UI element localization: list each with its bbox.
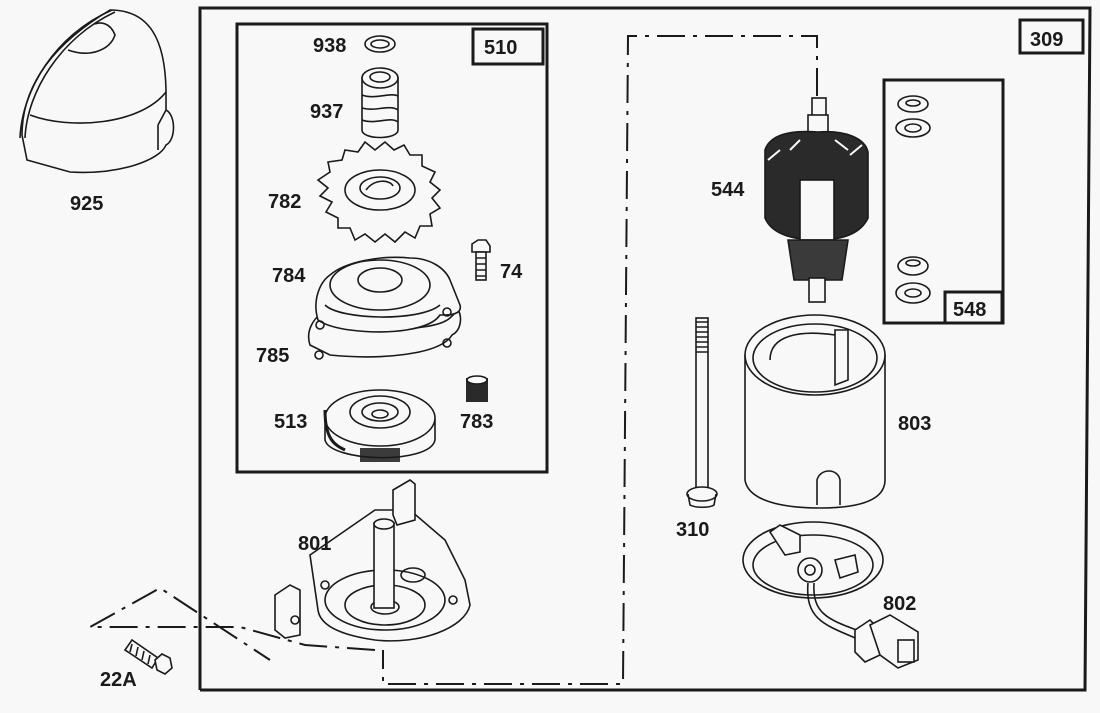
drive-kit-number: 510 — [484, 37, 517, 59]
label-803: 803 — [898, 413, 931, 435]
part-802-brush-plate — [742, 521, 919, 669]
label-801: 801 — [298, 533, 331, 555]
part-937-drive-nut — [361, 67, 399, 139]
part-938-ring — [364, 35, 396, 53]
label-925: 925 — [70, 193, 103, 215]
assembly-callout-box: 309 — [1018, 18, 1085, 55]
label-74: 74 — [500, 261, 523, 283]
label-938: 938 — [313, 35, 346, 57]
bolt-path-line — [86, 586, 376, 661]
label-513: 513 — [274, 411, 307, 433]
label-782: 782 — [268, 191, 301, 213]
washer-kit-callout-box: 548 — [943, 290, 1004, 325]
part-925-cover — [19, 9, 175, 174]
part-782-gear — [316, 140, 442, 244]
part-74-screw — [471, 239, 491, 281]
label-802: 802 — [883, 593, 916, 615]
label-22a: 22A — [100, 669, 137, 691]
washer-kit-number: 548 — [953, 299, 986, 321]
assembly-number: 309 — [1030, 29, 1063, 51]
part-544-armature — [764, 97, 869, 303]
part-783-pinion — [466, 375, 488, 402]
label-937: 937 — [310, 101, 343, 123]
part-310-through-bolt — [686, 317, 718, 509]
drive-kit-frame — [235, 22, 549, 474]
washer-set-upper — [895, 95, 931, 138]
label-544: 544 — [711, 179, 745, 201]
assembly-frame — [198, 6, 1092, 692]
part-803-housing — [744, 314, 886, 509]
part-784-housing — [315, 256, 462, 333]
part-801-end-cap — [274, 479, 471, 642]
label-785: 785 — [256, 345, 289, 367]
washer-set-lower — [895, 256, 931, 304]
label-783: 783 — [460, 411, 493, 433]
label-310: 310 — [676, 519, 709, 541]
assembly-path-line — [382, 35, 818, 685]
drive-kit-callout-box: 510 — [471, 27, 545, 66]
label-784: 784 — [272, 265, 306, 287]
part-22a-bolt — [123, 638, 173, 675]
part-513-clutch — [323, 389, 436, 462]
